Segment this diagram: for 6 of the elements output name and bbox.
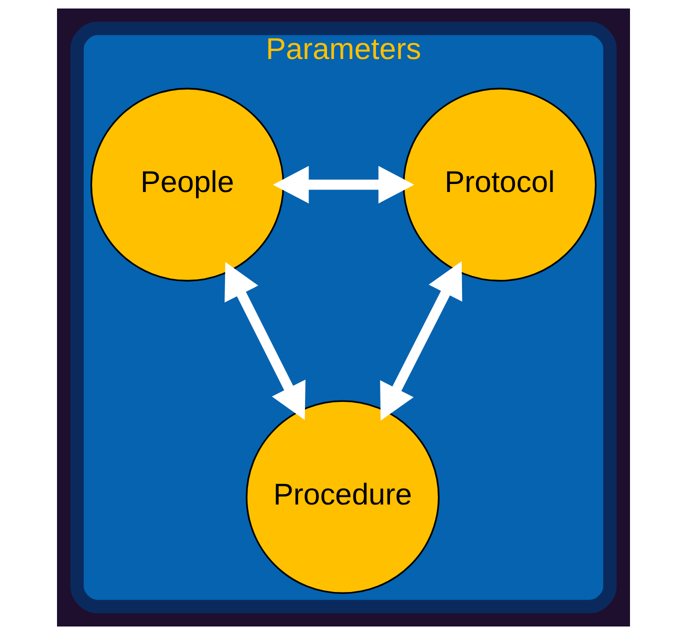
arrow bbox=[380, 261, 462, 421]
node-circle: Procedure bbox=[245, 400, 440, 594]
node-circle: People bbox=[90, 88, 284, 282]
arrow bbox=[224, 262, 305, 420]
arrow bbox=[272, 166, 414, 204]
node-circle: Protocol bbox=[402, 88, 596, 282]
